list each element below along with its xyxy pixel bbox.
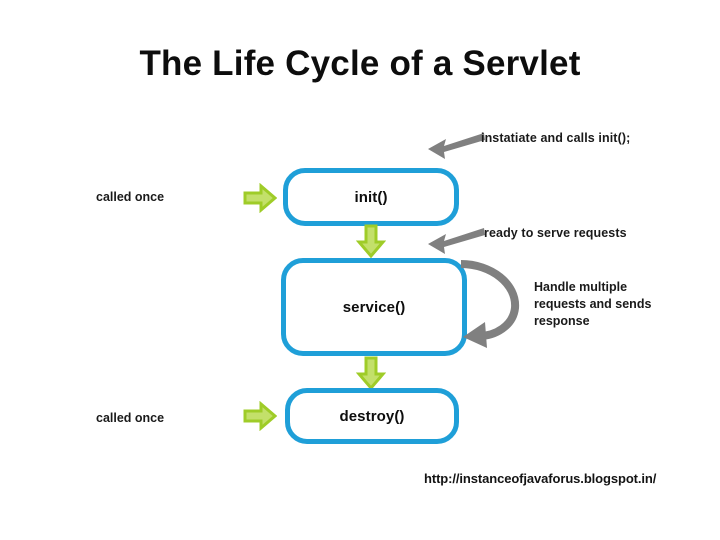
arrow-down-icon-init-to-service: [355, 224, 387, 259]
lifecycle-box-destroy-label: destroy(): [339, 407, 405, 425]
footer-source-url[interactable]: http://instanceofjavaforus.blogspot.in/: [424, 471, 657, 486]
arrow-loop-gray-icon-service: [455, 258, 530, 350]
side-label-called-once-init: called once: [96, 190, 165, 204]
annotation-handle-multiple: Handle multiple requests and sends respo…: [534, 280, 652, 328]
lifecycle-box-service-label: service(): [342, 298, 406, 316]
arrow-down-icon-service-to-destroy: [355, 356, 387, 391]
lifecycle-box-init-label: init(): [354, 188, 388, 206]
lifecycle-box-init[interactable]: init(): [283, 168, 459, 226]
lifecycle-box-destroy[interactable]: destroy(): [285, 388, 459, 444]
page-title: The Life Cycle of a Servlet: [139, 44, 581, 83]
lifecycle-box-service[interactable]: service(): [281, 258, 467, 356]
arrow-right-icon-enter-destroy: [243, 400, 278, 432]
arrow-left-gray-icon-instantiate: [424, 129, 486, 165]
arrow-left-gray-icon-ready: [424, 224, 486, 260]
side-label-called-once-destroy: called once: [96, 411, 165, 425]
annotation-ready: ready to serve requests: [484, 226, 627, 240]
arrow-right-icon-enter-init: [243, 182, 278, 214]
annotation-instantiate: instatiate and calls init();: [481, 131, 631, 145]
